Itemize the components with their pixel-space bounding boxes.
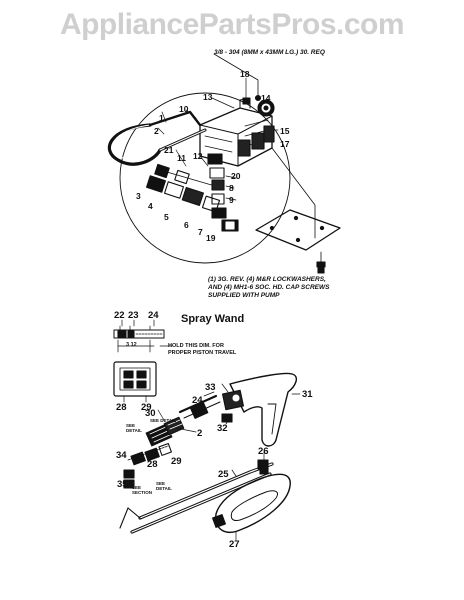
dimension-line [117,339,173,353]
callout-14: 14 [261,93,271,103]
leader-plate [271,147,316,239]
dimension-note: HOLD THIS DIM. FOR PROPER PISTON TRAVEL [168,343,236,356]
hint-line: SECTION [132,489,153,495]
callout-19: 19 [206,233,216,243]
callout-11: 11 [177,153,186,163]
callout-6: 6 [184,220,189,230]
hint-line: SEE [132,485,142,490]
fitting-stack-left [145,163,221,213]
callout-13: 13 [203,92,213,102]
hint-line: SEE DETAIL [150,418,177,423]
top-hardware-note: 3/8 - 304 (8MM x 43MM LG.) 30. REQ [214,49,325,56]
hint-line: DETAIL [156,485,172,491]
callout-23: 23 [128,310,139,321]
callout-29-top: 29 [141,402,152,413]
callout-10: 10 [179,104,189,114]
pump-leaders [157,77,279,201]
piston-detail [113,361,157,397]
callout-24-top: 24 [148,310,159,321]
hint-line: SEE [126,423,136,428]
watermark-logo: AppliancePartsPros.com [59,8,405,41]
bolt-18-head [254,94,262,102]
dimension-note-line: PROPER PISTON TRAVEL [168,349,237,356]
hose-loop [107,110,207,166]
fitting-26 [257,459,269,475]
section-title: Spray Wand [181,313,245,325]
callout-2-wand: 2 [197,428,203,439]
spray-gun-handle [221,372,298,447]
dimension-value: 3 12 [126,342,137,348]
callout-15: 15 [280,126,290,136]
see-detail-hint: SEE DETAIL [150,418,177,424]
see-section-hint: SEE SECTION [132,485,153,496]
fitting-stack-right [207,153,227,219]
coupling-parts [178,394,221,419]
dimension-note-line: HOLD THIS DIM. FOR [168,343,224,349]
carry-handle [212,473,291,533]
callout-33: 33 [205,382,216,393]
callout-1: 1 [159,113,164,123]
note-line: SUPPLIED WITH PUMP [208,292,280,300]
note-line: (1) 3G. REV. (4) M&R LOCKWASHERS, [208,276,326,283]
see-detail-hint: SEE DETAIL [156,481,172,492]
wand-tube [119,462,274,534]
callout-32: 32 [217,423,228,434]
callout-18-top: 18 [240,69,250,79]
callout-28: 28 [147,459,158,470]
callout-31: 31 [302,389,313,400]
hint-line: DETAIL [126,427,142,433]
pump-detail-circle [119,92,291,264]
callout-35: 35 [117,479,128,490]
callout-21: 21 [164,145,174,155]
pump-body [199,97,275,167]
nipple-32 [221,413,233,423]
see-detail-hint: SEE DETAIL [126,423,142,434]
callout-5: 5 [164,212,169,222]
callout-30: 30 [145,408,156,419]
callout-7: 7 [198,227,203,237]
mounting-plate [255,209,341,251]
callout-24: 24 [192,395,203,406]
callout-26: 26 [258,446,269,457]
gun-detail-assembly [113,325,165,339]
callout-28-top: 28 [116,402,127,413]
callout-29: 29 [171,456,182,467]
callout-2: 2 [154,126,159,136]
callout-9: 9 [229,195,234,205]
nozzle-parts [123,442,172,489]
plate-hardware [316,251,326,274]
callout-27: 27 [229,539,240,550]
hint-line: SEE [156,481,166,486]
threaded-fittings [145,416,185,447]
pump-supplied-note: (1) 3G. REV. (4) M&R LOCKWASHERS, AND (4… [208,276,329,300]
callout-3: 3 [136,191,141,201]
note-line: AND (4) MH1-6 SOC. HD. CAP SCREWS [208,284,330,292]
leader-top-note [213,53,259,97]
callout-25: 25 [218,469,229,480]
wand-leaders [121,319,301,541]
callout-17: 17 [280,139,290,149]
callout-34: 34 [116,450,127,461]
callout-4: 4 [148,201,153,211]
callout-12: 12 [193,151,203,161]
callout-20: 20 [231,171,241,181]
callout-22: 22 [114,310,125,321]
callout-8: 8 [229,183,234,193]
